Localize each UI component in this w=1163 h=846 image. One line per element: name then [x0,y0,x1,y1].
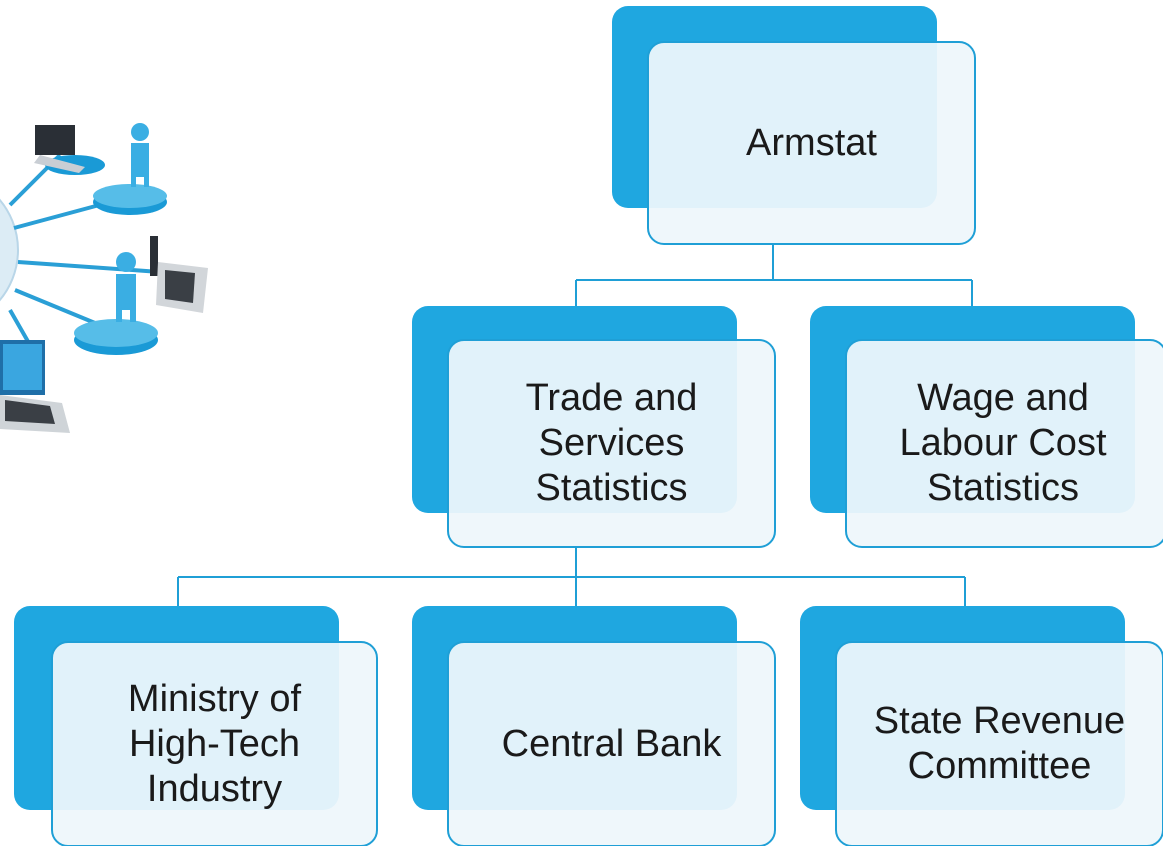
network-people-laptops-icon [0,123,208,433]
node-label-armstat: Armstat [746,121,877,164]
node-label-state-revenue: State Revenue Committee [873,700,1126,787]
node-ministry-high-tech [14,606,378,846]
node-trade-services [412,306,776,548]
node-label-wage-labour: Wage and Labour Cost Statistics [899,377,1107,509]
node-wage-labour [810,306,1163,548]
node-central-bank [412,606,776,846]
node-label-central-bank: Central Bank [501,722,722,765]
node-armstat [612,6,976,245]
node-label-ministry-high-tech: Ministry of High-Tech Industry [127,677,302,810]
connector-lines [177,243,973,606]
node-label-trade-services: Trade and Services Statistics [525,377,698,509]
node-state-revenue [800,606,1163,846]
